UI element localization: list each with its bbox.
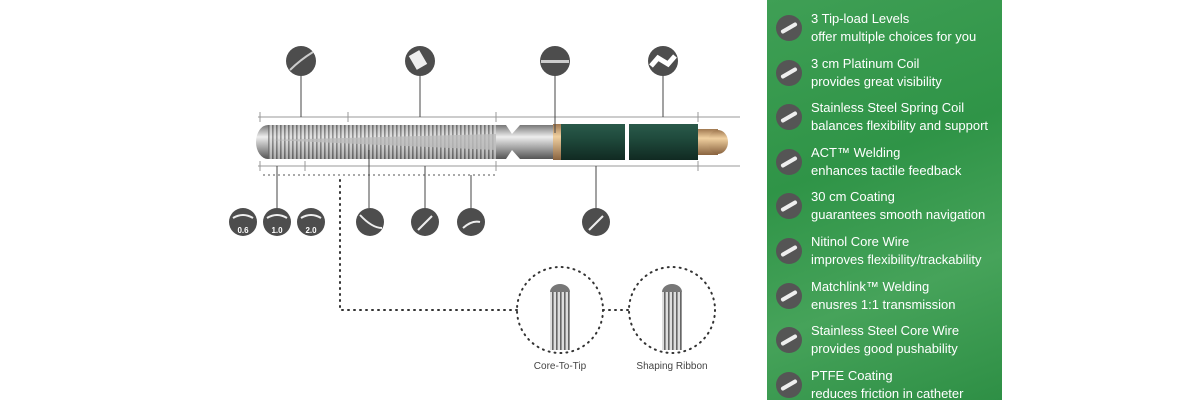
guidewire-diagram: 0.6 1.0 2.0 Core-To-Tip Shaping Ribbon — [229, 46, 740, 372]
feature-description: improves flexibility/trackability — [811, 252, 982, 267]
feature-title: ACT™ Welding — [811, 144, 901, 160]
features-panel: 3 Tip-load Levels offer multiple choices … — [767, 0, 1002, 400]
feature-description: provides great visibility — [811, 73, 942, 89]
tip-load-value: 0.6 — [237, 226, 249, 235]
matchlink-welding-icon — [776, 282, 802, 309]
feature-item: 30 cm Coating guarantees smooth navigatio… — [767, 184, 1002, 228]
tip-load-value: 2.0 — [305, 226, 317, 235]
feature-item: Matchlink™ Welding enusres 1:1 transmissi… — [767, 274, 1002, 318]
feature-description: offer multiple choices for you — [811, 29, 977, 44]
feature-title: Nitinol Core Wire — [811, 234, 910, 249]
feature-description: guarantees smooth navigation — [811, 207, 986, 223]
core-to-tip-detail — [516, 266, 604, 354]
ptfe-coating-icon — [776, 371, 802, 398]
feature-title: 30 cm Coating — [811, 189, 895, 205]
feature-item: Nitinol Core Wire improves flexibility/tr… — [767, 229, 1002, 273]
nitinol-core-icon — [776, 238, 802, 264]
guidewire — [256, 124, 728, 160]
spring-coil-icon — [776, 104, 802, 131]
callout-lines — [276, 75, 664, 311]
coating-icon — [776, 193, 802, 220]
feature-title: 3 Tip-load Levels — [811, 11, 910, 26]
core-to-tip-label: Core-To-Tip — [534, 361, 587, 372]
feature-title: Stainless Steel Core Wire — [811, 323, 960, 339]
feature-description: enhances tactile feedback — [811, 162, 962, 178]
steel-core-icon — [776, 327, 802, 354]
feature-description: reduces friction in catheter — [811, 385, 964, 400]
feature-item: ACT™ Welding enhances tactile feedback — [767, 140, 1002, 184]
tip-load-soft-icon — [297, 208, 325, 236]
bottom-icons: 0.6 1.0 2.0 — [229, 208, 610, 236]
top-icons — [286, 46, 678, 76]
shaping-ribbon-label: Shaping Ribbon — [636, 361, 707, 372]
feature-title: PTFE Coating — [811, 367, 893, 383]
dimension-lines — [258, 112, 740, 176]
feature-item: 3 Tip-load Levels offer multiple choices … — [767, 6, 1002, 50]
feature-item: Stainless Steel Core Wire provides good p… — [767, 318, 1002, 362]
feature-description: provides good pushability — [811, 341, 958, 357]
feature-item: Stainless Steel Spring Coil balances flex… — [767, 95, 1002, 139]
tip-load-value: 1.0 — [271, 226, 283, 235]
feature-title: Stainless Steel Spring Coil — [811, 100, 965, 116]
feature-title: 3 cm Platinum Coil — [811, 55, 920, 71]
feature-description: enusres 1:1 transmission — [811, 296, 956, 312]
tip-design-details: Core-To-Tip Shaping Ribbon — [516, 266, 716, 372]
feature-description: balances flexibility and support — [811, 118, 989, 134]
act-welding-icon — [356, 208, 384, 236]
platinum-coil-icon — [776, 59, 802, 86]
tip-load-floppy-icon — [229, 208, 257, 236]
feature-item: PTFE Coating reduces friction in catheter — [767, 363, 1002, 400]
shaping-ribbon-detail — [628, 266, 716, 354]
act-welding-icon — [776, 148, 802, 175]
tip-load-icon — [776, 15, 802, 41]
tip-load-intermediate-icon — [263, 208, 291, 236]
feature-title: Matchlink™ Welding — [811, 278, 930, 294]
feature-item: 3 cm Platinum Coil provides great visibil… — [767, 51, 1002, 95]
